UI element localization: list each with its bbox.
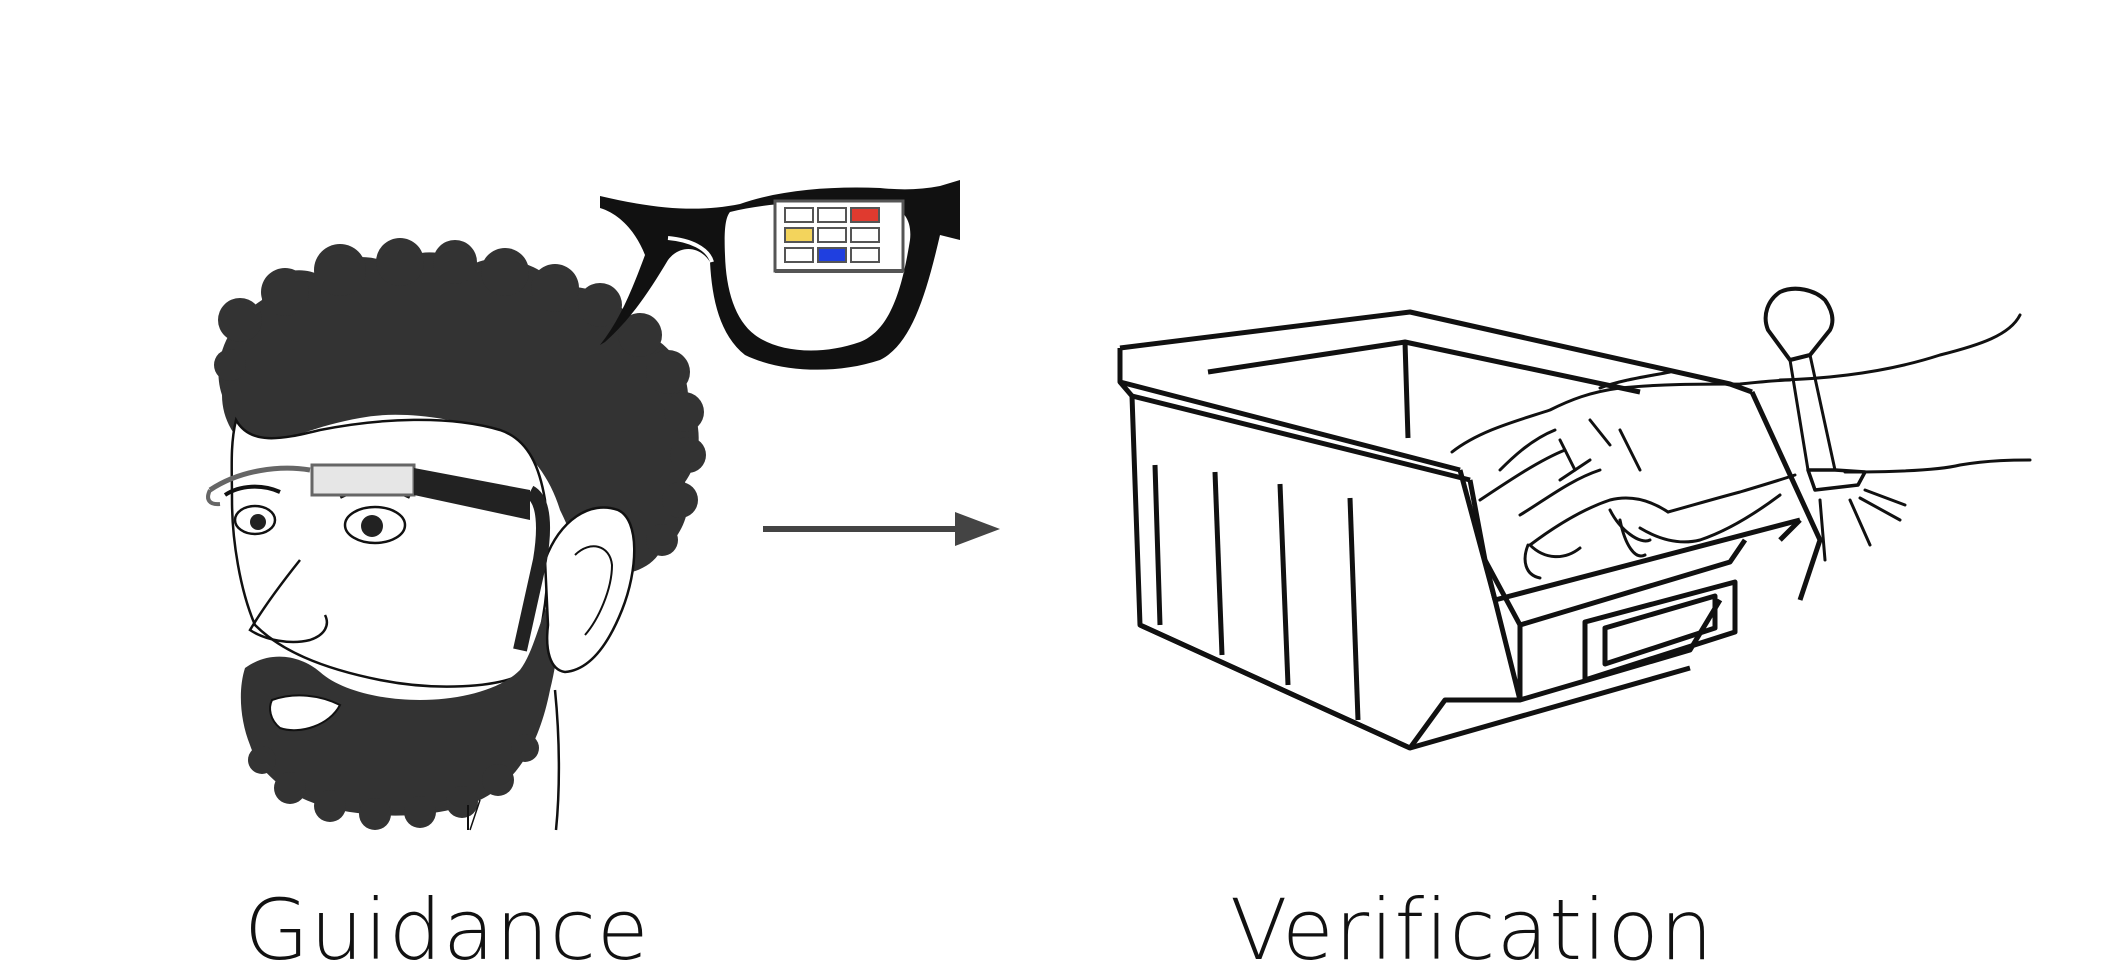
caption-guidance: Guidance — [244, 881, 650, 979]
display-grid-cell — [817, 247, 847, 263]
mouth-shape — [269, 694, 342, 732]
display-grid-cell — [784, 207, 814, 223]
hair-curls — [214, 238, 706, 556]
person-with-smart-glasses-icon — [206, 238, 706, 831]
display-grid-cell — [784, 227, 814, 243]
nose-shape — [248, 559, 329, 644]
beard-curls — [248, 734, 539, 830]
hand-with-scanner-icon — [1450, 286, 2032, 580]
caption-verification: Verification — [1230, 881, 1714, 979]
beard-shape — [240, 590, 560, 816]
smart-glasses-display-icon — [600, 180, 960, 370]
right-arrow-icon — [763, 512, 1000, 546]
face-outline — [230, 416, 550, 688]
storage-bin-icon — [1117, 309, 1823, 751]
display-grid-cell — [817, 227, 847, 243]
hair-shape — [218, 252, 699, 574]
display-grid-cell — [784, 247, 814, 263]
smart-glasses-on-face — [206, 463, 550, 652]
display-grid — [784, 207, 880, 263]
display-grid-cell — [850, 247, 880, 263]
ear-shape — [543, 506, 636, 674]
display-grid-cell — [817, 207, 847, 223]
display-grid-cell — [850, 207, 880, 223]
display-grid-cell — [850, 227, 880, 243]
